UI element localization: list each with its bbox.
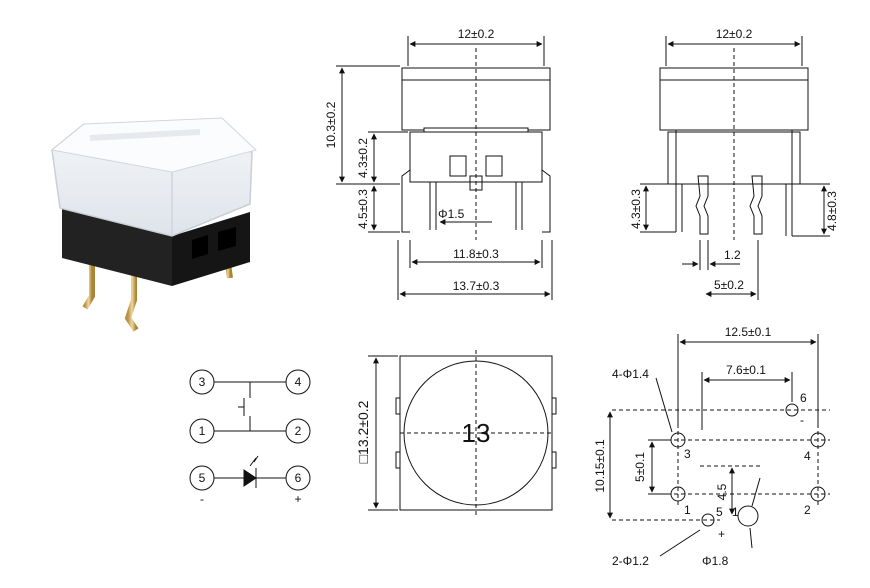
pcb-pin-2: 2 [804,503,811,517]
pin-5-label: 5 [199,471,206,485]
pcb-pin-led: 1 [732,505,739,519]
photo-pin [82,262,95,310]
pcb-hole-led-label: Φ1.8 [702,554,729,568]
top-view-size-label: □13.2±0.2 [355,400,371,463]
pcb-pin-1: 1 [684,503,691,517]
pcb-plus: + [718,527,725,541]
front-pin-dia-label: Φ1.5 [438,207,465,221]
pcb-width-label: 12.5±0.1 [725,325,772,339]
pcb-inner-label: 7.6±0.1 [726,363,766,377]
top-view [368,350,557,516]
pcb-holes-big-label: 4-Φ1.4 [612,367,649,381]
pcb-pin-4: 4 [804,449,811,463]
side-width-label: 12±0.2 [716,27,753,41]
product-photo [50,117,258,332]
pin-6-label: 6 [295,471,302,485]
front-height-label: 10.3±0.2 [324,101,338,148]
pin-6-plus: + [294,492,301,506]
led-symbol [243,469,257,487]
side-view [640,36,830,300]
pcb-minus: - [800,413,804,427]
pcb-pitch-label: 5±0.1 [633,452,647,482]
front-view [336,36,553,300]
side-right-pin-label: 4.8±0.3 [825,191,839,231]
pcb-footprint [607,334,830,557]
pin-3-label: 3 [199,375,206,389]
pcb-pin-5: 5 [716,505,723,519]
pcb-pin-3: 3 [684,447,691,461]
pin-4-label: 4 [295,375,302,389]
photo-pin [124,272,139,332]
pcb-height-label: 10.15±0.1 [593,439,607,493]
pcb-led-offset-label: 4.5 [715,483,729,500]
schematic [189,369,311,491]
front-inner-width-label: 11.8±0.3 [453,247,499,261]
pcb-holes-small-label: 2-Φ1.2 [612,554,649,568]
top-view-center-label: 13 [462,418,491,448]
front-pin-length-label: 4.5±0.3 [356,189,370,229]
side-pitch-small-label: 1.2 [724,248,741,262]
front-cap-height-label: 4.3±0.2 [356,138,370,178]
pcb-pin-6: 6 [800,391,807,405]
front-width-label: 12±0.2 [458,27,495,41]
side-pitch-label: 5±0.2 [714,278,744,292]
front-outer-width-label: 13.7±0.3 [453,279,500,293]
side-left-pin-label: 4.3±0.3 [629,189,643,229]
hole-led [737,505,759,527]
photo-base-front [62,208,172,286]
pin-1-label: 1 [199,424,206,438]
pin-2-label: 2 [295,424,302,438]
pin-5-minus: - [200,492,204,506]
